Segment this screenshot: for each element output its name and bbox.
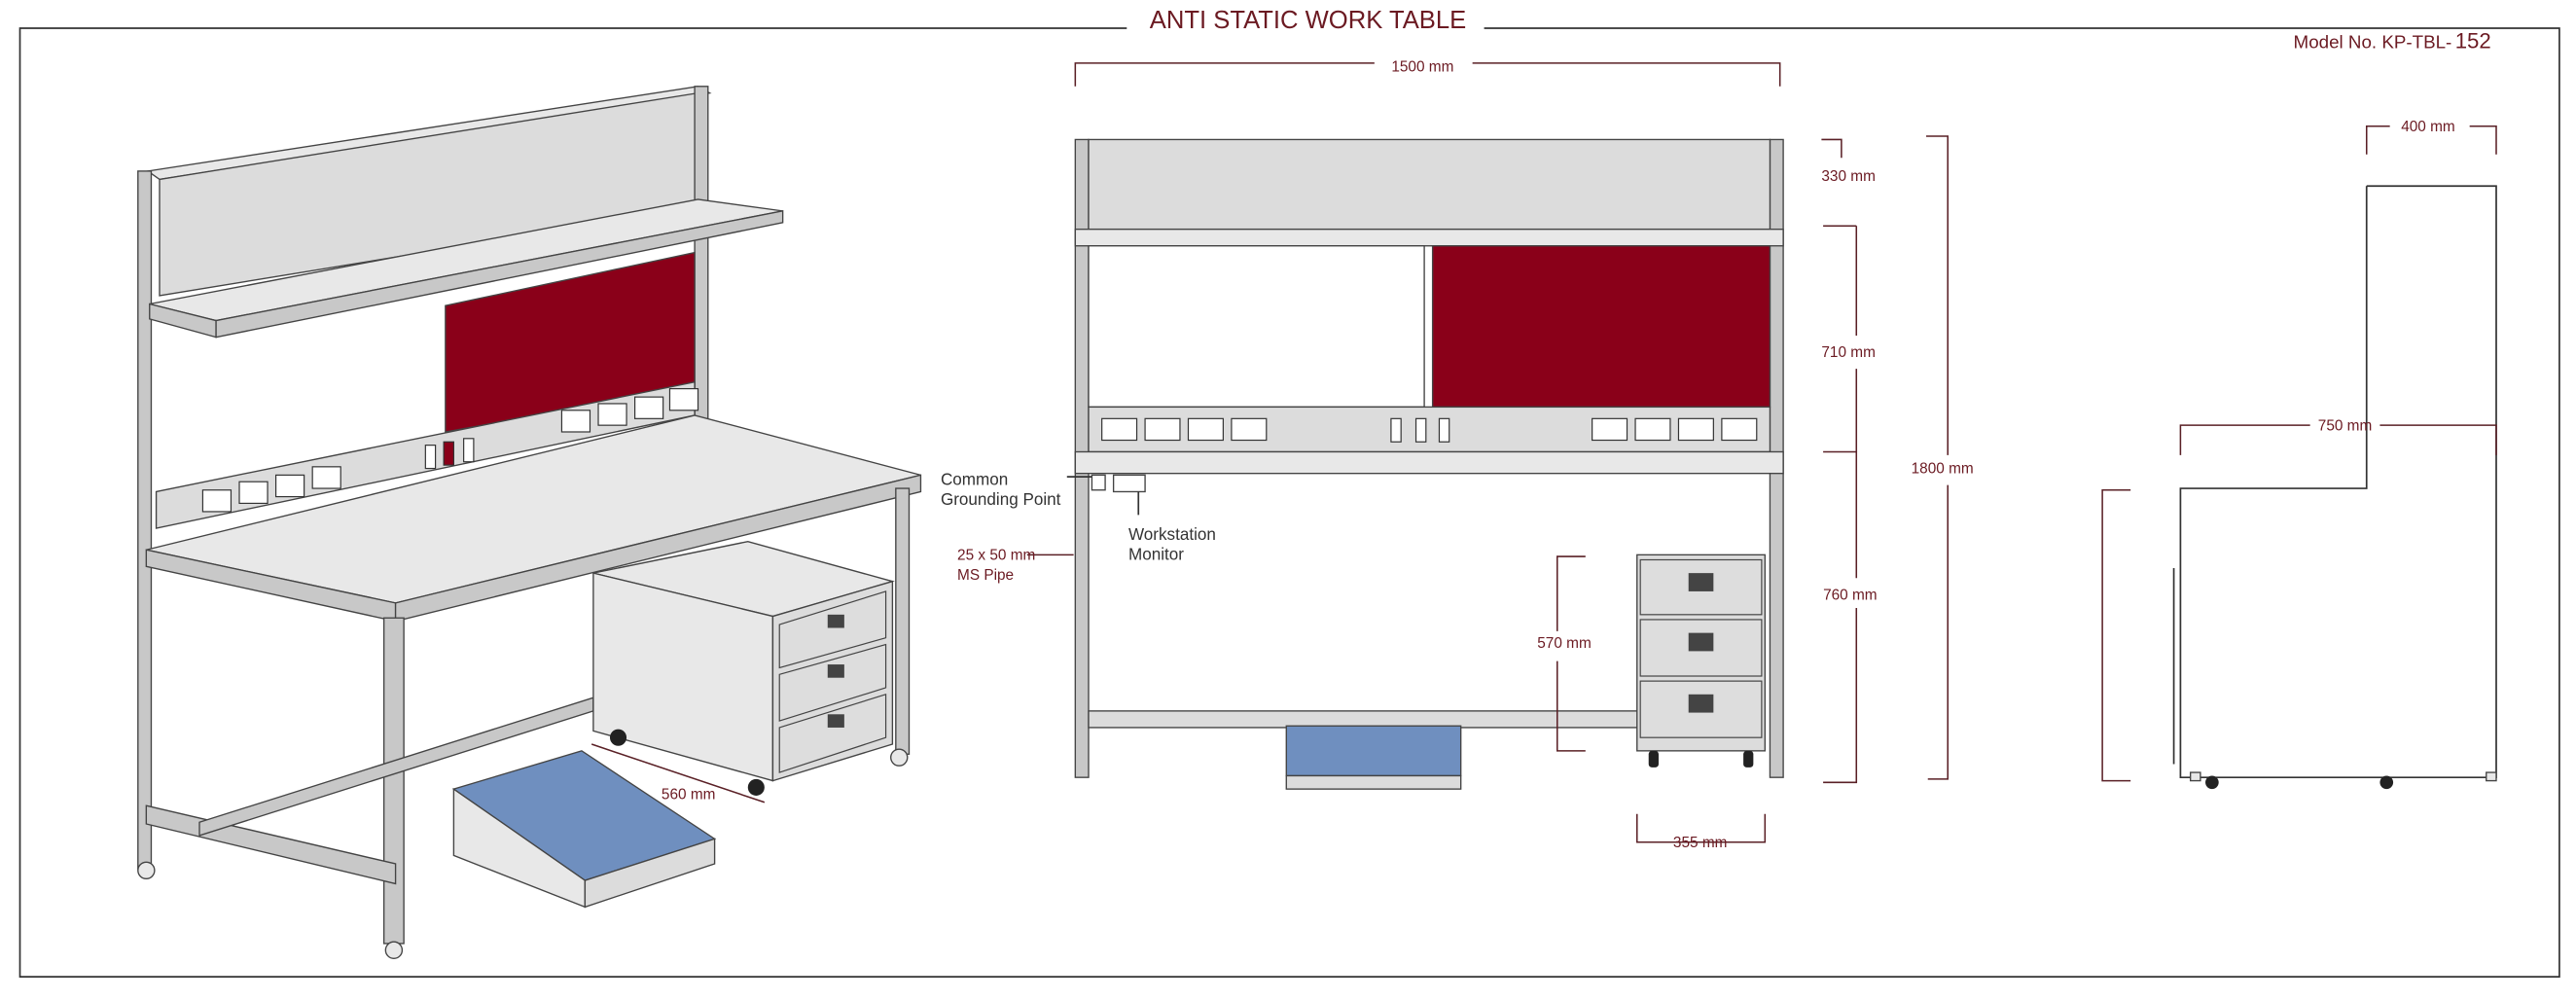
panel-height-dimension: 330 mm: [1821, 168, 1875, 185]
total-height-dimension: 1800 mm: [1912, 461, 1974, 478]
side-view: 400 mm 750 mm: [2101, 119, 2497, 790]
drawing-title: ANTI STATIC WORK TABLE: [1150, 7, 1466, 34]
iso-sockets: [201, 387, 699, 513]
model-number: 152: [2455, 29, 2491, 54]
drawer-width-dimension: 355 mm: [1673, 835, 1727, 851]
svg-text:Model No. KP-TBL-152: Model No. KP-TBL-152: [2294, 29, 2491, 54]
shelf-depth-dimension: 400 mm: [2401, 119, 2454, 135]
width-dimension: 1500 mm: [1391, 58, 1453, 75]
middle-height-dimension: 710 mm: [1821, 344, 1875, 361]
front-red-panel: [1431, 245, 1771, 409]
table-height-dimension: 760 mm: [1823, 587, 1877, 603]
front-footrest: [1285, 725, 1462, 777]
iso-drawer-depth-label: 560 mm: [662, 786, 715, 803]
sheet-border: [18, 27, 2560, 978]
table-depth-dimension: 750 mm: [2318, 417, 2372, 434]
drawer-height-dimension: 570 mm: [1537, 635, 1591, 652]
front-view: 1500 mm 330 mm 710 mm 760 mm 1800 mm 570…: [941, 58, 1974, 850]
isometric-view: 560 mm: [137, 86, 922, 959]
model-label: Model No. KP-TBL-: [2294, 32, 2452, 53]
